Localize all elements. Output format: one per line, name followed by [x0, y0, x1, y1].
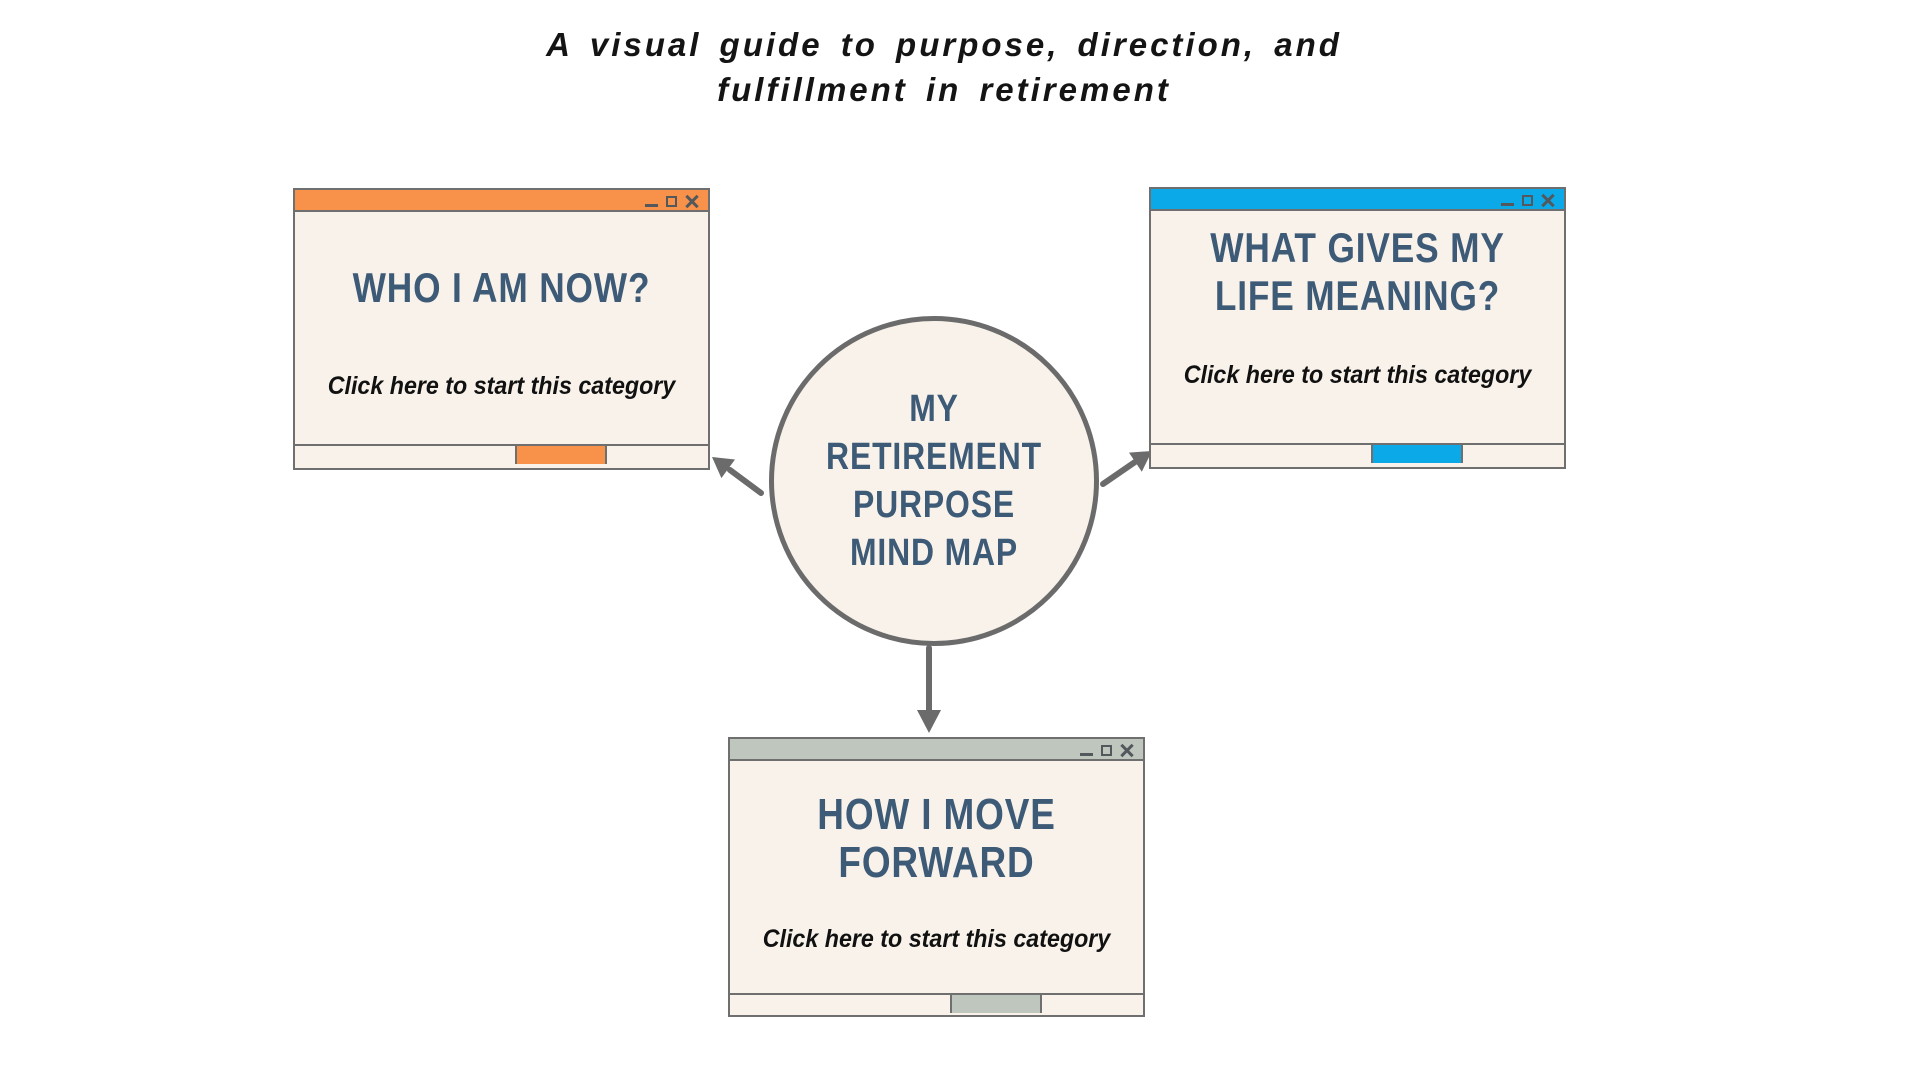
maximize-icon[interactable]	[666, 195, 677, 207]
window-scrollbar[interactable]	[295, 444, 708, 464]
close-icon[interactable]	[1120, 743, 1134, 757]
window-titlebar	[1151, 189, 1564, 211]
window-controls	[1501, 189, 1555, 211]
center-node-label: MY RETIREMENT PURPOSE MIND MAP	[800, 385, 1069, 577]
maximize-icon[interactable]	[1101, 744, 1112, 756]
category-title: WHO I AM NOW?	[328, 264, 675, 312]
center-node-line: MIND MAP	[849, 532, 1019, 574]
scrollbar-thumb[interactable]	[514, 446, 608, 464]
window-what-gives-my-life-meaning[interactable]: WHAT GIVES MY LIFE MEANING? Click here t…	[1149, 187, 1566, 469]
center-node-line: MY RETIREMENT	[826, 388, 1042, 478]
close-icon[interactable]	[1541, 193, 1555, 207]
window-controls	[1080, 739, 1134, 761]
close-icon[interactable]	[685, 194, 699, 208]
category-title: HOW I MOVE FORWARD	[763, 791, 1110, 887]
maximize-icon[interactable]	[1522, 194, 1533, 206]
window-titlebar	[730, 739, 1143, 761]
window-how-i-move-forward[interactable]: HOW I MOVE FORWARD Click here to start t…	[728, 737, 1145, 1017]
category-cta[interactable]: Click here to start this category	[327, 372, 676, 400]
arrow-to-right-window	[1100, 451, 1152, 487]
window-body: HOW I MOVE FORWARD Click here to start t…	[730, 761, 1143, 993]
category-cta[interactable]: Click here to start this category	[1183, 361, 1532, 389]
minimize-icon[interactable]	[645, 204, 658, 207]
scrollbar-thumb[interactable]	[949, 995, 1043, 1013]
center-node-line: PURPOSE	[853, 484, 1015, 526]
page-title-line2: fulfillment in retirement	[717, 71, 1171, 108]
category-title-line: FORWARD	[838, 838, 1035, 887]
page-title-line1: A visual guide to purpose, direction, an…	[546, 26, 1342, 63]
window-scrollbar[interactable]	[730, 993, 1143, 1013]
window-titlebar	[295, 190, 708, 212]
category-title-line: LIFE MEANING?	[1214, 272, 1501, 319]
category-cta[interactable]: Click here to start this category	[762, 925, 1111, 953]
arrow-to-left-window	[712, 457, 764, 496]
minimize-icon[interactable]	[1080, 753, 1093, 756]
scrollbar-thumb[interactable]	[1370, 445, 1464, 463]
minimize-icon[interactable]	[1501, 203, 1514, 206]
arrow-to-bottom-window	[917, 645, 941, 733]
category-title-line: HOW I MOVE	[817, 790, 1056, 839]
category-title: WHAT GIVES MY LIFE MEANING?	[1184, 224, 1531, 320]
window-controls	[645, 190, 699, 212]
page-title: A visual guide to purpose, direction, an…	[444, 22, 1444, 112]
window-body: WHAT GIVES MY LIFE MEANING? Click here t…	[1151, 211, 1564, 443]
window-body: WHO I AM NOW? Click here to start this c…	[295, 212, 708, 444]
category-title-line: WHO I AM NOW?	[352, 264, 651, 311]
window-scrollbar[interactable]	[1151, 443, 1564, 463]
center-node: MY RETIREMENT PURPOSE MIND MAP	[769, 316, 1099, 646]
window-who-i-am-now[interactable]: WHO I AM NOW? Click here to start this c…	[293, 188, 710, 470]
category-title-line: WHAT GIVES MY	[1210, 224, 1505, 271]
